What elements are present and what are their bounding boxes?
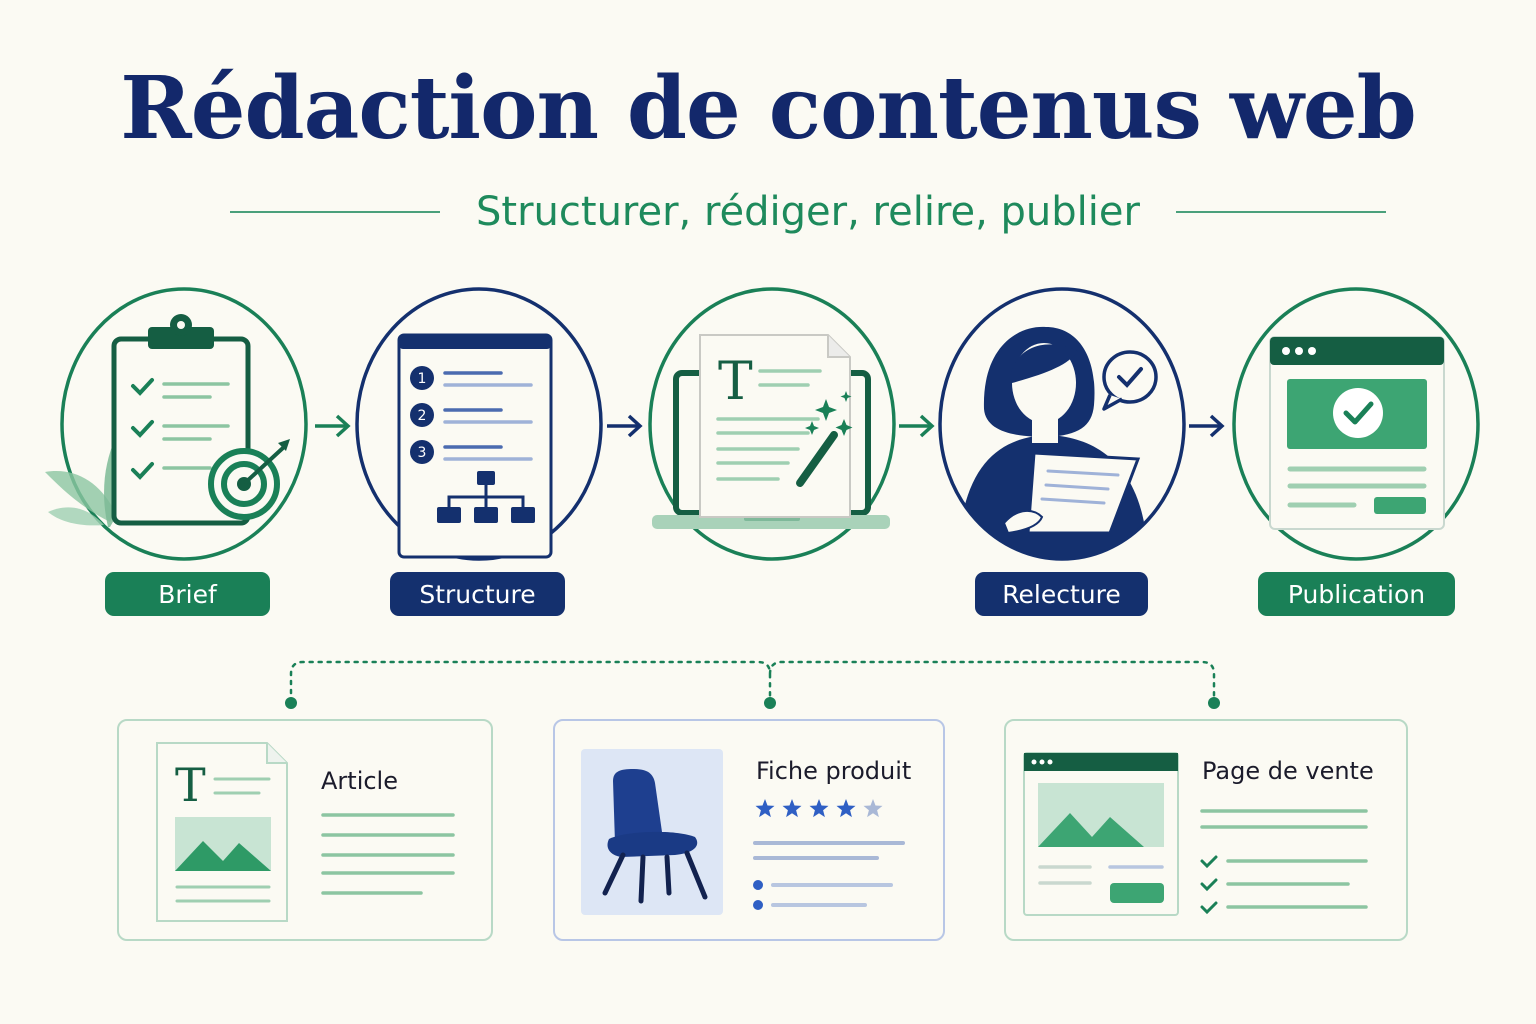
laptop-document-magic-wand-icon: T bbox=[648, 287, 896, 561]
output-card-page-de-vente: Page de vente bbox=[1004, 719, 1408, 941]
browser-checkmark-icon bbox=[1232, 287, 1480, 561]
card-title-article: Article bbox=[321, 767, 398, 795]
page-title: Rédaction de contenus web bbox=[120, 58, 1416, 159]
arrow-right-icon bbox=[1189, 414, 1225, 438]
list-number-2: 2 bbox=[418, 408, 427, 424]
star-empty-icon bbox=[863, 799, 883, 818]
step-label-publication: Publication bbox=[1258, 572, 1455, 616]
article-document-icon: T bbox=[156, 742, 455, 922]
star-filled-icon bbox=[836, 799, 856, 818]
step-relecture bbox=[938, 287, 1186, 561]
step-writing: T bbox=[648, 287, 896, 561]
star-filled-icon bbox=[755, 799, 775, 818]
chair-product-icon bbox=[581, 749, 905, 915]
output-card-article: T Article bbox=[117, 719, 493, 941]
sales-page-icon bbox=[1023, 752, 1368, 916]
step-label-brief: Brief bbox=[105, 572, 270, 616]
step-brief bbox=[45, 287, 308, 561]
arrow-right-icon bbox=[315, 414, 351, 438]
arrow-right-icon bbox=[899, 414, 935, 438]
step-label-structure: Structure bbox=[390, 572, 565, 616]
article-letter-t: T bbox=[175, 758, 206, 812]
document-letter-t: T bbox=[718, 352, 753, 412]
numbered-list-sitemap-icon: 1 2 3 bbox=[355, 287, 603, 561]
clipboard-target-icon bbox=[45, 287, 308, 561]
step-label-relecture: Relecture bbox=[975, 572, 1148, 616]
dotted-connector bbox=[285, 660, 1220, 709]
step-publication bbox=[1232, 287, 1480, 561]
star-filled-icon bbox=[809, 799, 829, 818]
star-filled-icon bbox=[782, 799, 802, 818]
card-title-page-de-vente: Page de vente bbox=[1202, 757, 1374, 785]
subtitle-row: Structurer, rédiger, relire, publier bbox=[230, 182, 1386, 242]
list-number-3: 3 bbox=[418, 445, 427, 461]
subtitle-rule-left bbox=[230, 211, 441, 213]
step-structure: 1 2 3 bbox=[355, 287, 603, 561]
card-title-fiche-produit: Fiche produit bbox=[756, 757, 912, 785]
list-number-1: 1 bbox=[418, 371, 427, 387]
woman-reading-review-icon bbox=[938, 287, 1186, 561]
subtitle-rule-right bbox=[1175, 211, 1386, 213]
page-subtitle: Structurer, rédiger, relire, publier bbox=[476, 189, 1140, 235]
output-card-fiche-produit: Fiche produit bbox=[553, 719, 945, 941]
arrow-right-icon bbox=[607, 414, 643, 438]
